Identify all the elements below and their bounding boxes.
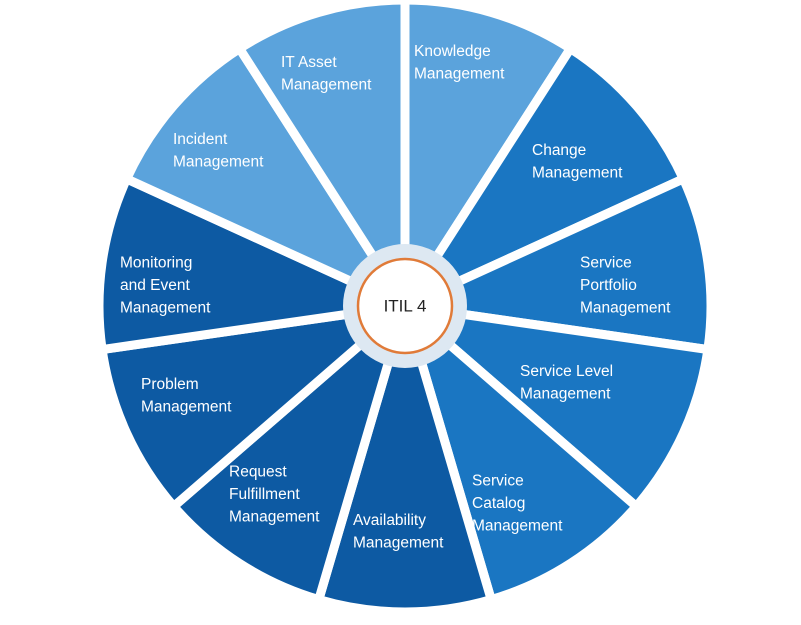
label-line: Problem [141, 376, 199, 393]
center-hub: ITIL 4 [343, 244, 467, 368]
label-line: Management [520, 385, 611, 402]
label-line: IT Asset [281, 54, 337, 71]
center-label: ITIL 4 [384, 297, 427, 316]
label-line: Management [532, 164, 623, 181]
label-line: Service [472, 473, 524, 490]
label-line: Management [580, 300, 671, 317]
label-line: Change [532, 142, 586, 159]
label-line: Knowledge [414, 43, 491, 60]
label-line: Request [229, 464, 287, 481]
label-line: and Event [120, 277, 190, 294]
label-line: Portfolio [580, 277, 637, 294]
label-line: Management [414, 65, 505, 82]
label-line: Management [472, 518, 563, 535]
label-line: Management [173, 153, 264, 170]
label-line: Availability [353, 512, 426, 529]
label-line: Management [229, 509, 320, 526]
label-line: Monitoring [120, 255, 192, 272]
label-line: Management [120, 300, 211, 317]
segments-layer [94, 0, 716, 617]
center-hub-core [356, 257, 454, 355]
label-line: Service Level [520, 363, 613, 380]
label-line: Incident [173, 131, 228, 148]
label-line: Management [281, 76, 372, 93]
label-line: Service [580, 255, 632, 272]
label-line: Fulfillment [229, 486, 300, 503]
label-line: Management [141, 398, 232, 415]
label-line: Management [353, 534, 444, 551]
label-line: Catalog [472, 495, 525, 512]
